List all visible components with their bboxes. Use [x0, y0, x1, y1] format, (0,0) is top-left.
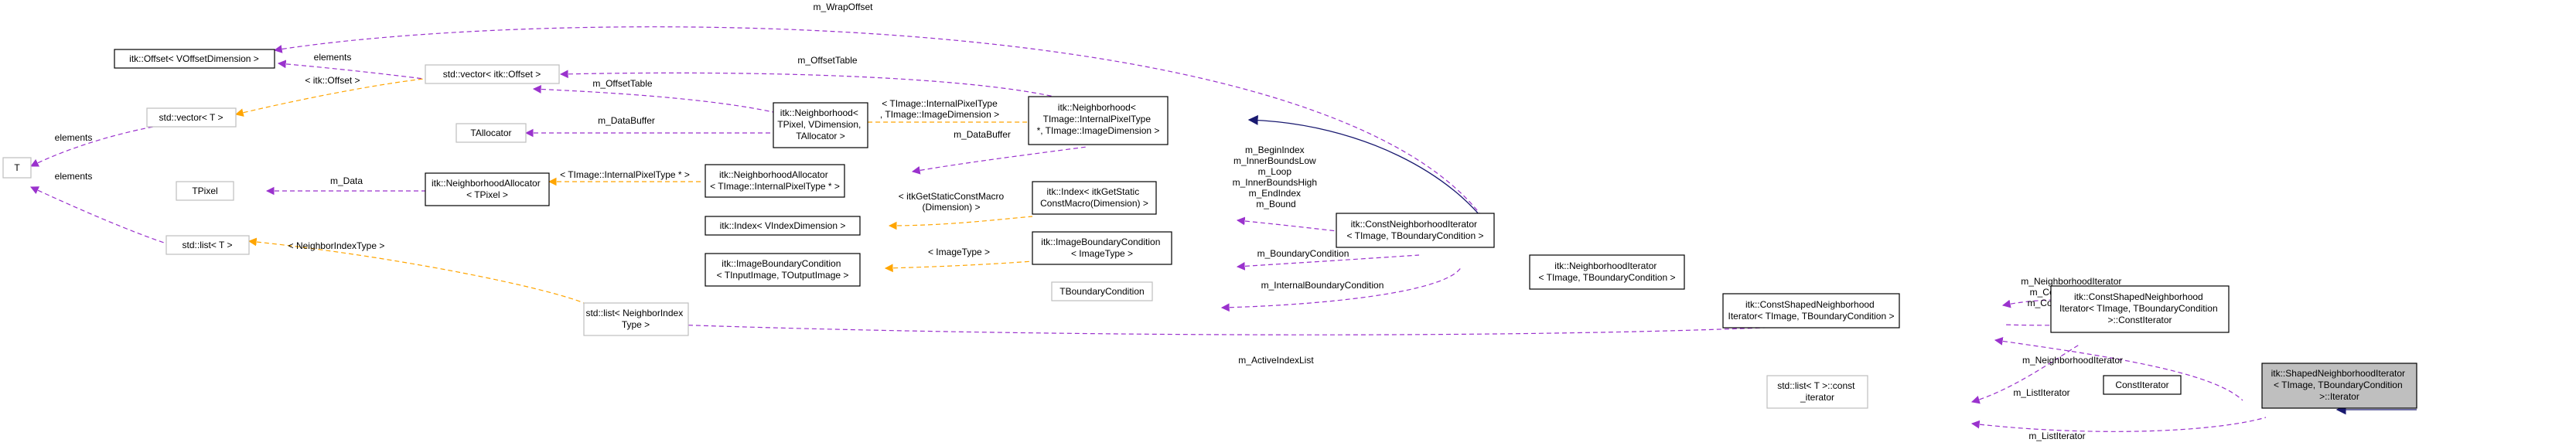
- svg-text:itk::Neighborhood< TIm: itk::Neighborhood< TImage::InternalPixel…: [1037, 102, 1160, 136]
- node-list-t[interactable]: std::list< T >: [165, 235, 250, 255]
- svg-text:TAllocator: TAllocator: [470, 128, 511, 138]
- edge-offset-elements: [277, 60, 425, 80]
- svg-text:itk::Offset< VOffsetDimension: itk::Offset< VOffsetDimension >: [129, 53, 259, 64]
- edge-elements-t1: [30, 124, 163, 167]
- svg-text:itk::ShapedNeighborhoodIterato: itk::ShapedNeighborhoodIterator < TImage…: [2271, 368, 2408, 402]
- edge-label-data-buffer2: m_DataBuffer: [954, 129, 1011, 140]
- edges: [30, 26, 2417, 432]
- svg-text:itk::ConstShapedNeighborhood: itk::ConstShapedNeighborhood Iterator< T…: [1728, 299, 1894, 322]
- node-vector-t[interactable]: std::vector< T >: [146, 107, 237, 128]
- edge-image-type: [884, 260, 1033, 273]
- edge-data-buffer-2: [911, 146, 1087, 175]
- node-tboundary[interactable]: TBoundaryCondition: [1051, 281, 1153, 301]
- node-const-shaped-nit[interactable]: itk::ConstShapedNeighborhood Iterator< T…: [1722, 293, 1900, 329]
- svg-text:itk::NeighborhoodAllocator: itk::NeighborhoodAllocator < TPixel >: [432, 178, 543, 200]
- node-tpixel[interactable]: TPixel: [176, 181, 234, 201]
- svg-text:itk::ConstNeighborhoodIterator: itk::ConstNeighborhoodIterator < TImage,…: [1347, 219, 1484, 241]
- edge-neighbor-index-type: [247, 237, 585, 304]
- edge-label-data-buffer: m_DataBuffer: [598, 115, 655, 126]
- svg-text:std::list< T >::const: std::list< T >::const _iterator: [1777, 380, 1858, 403]
- edge-label-active-index-list: m_ActiveIndexList: [1238, 355, 1314, 366]
- edge-label-image-type: < ImageType >: [928, 247, 990, 257]
- node-nit[interactable]: itk::NeighborhoodIterator < TImage, TBou…: [1529, 254, 1685, 290]
- svg-text:std::list< T >: std::list< T >: [183, 240, 233, 250]
- edge-label-list-iter2: m_ListIterator: [2028, 431, 2085, 441]
- edge-label-elements-t2: elements: [55, 171, 93, 182]
- edge-offset-table-1: [559, 70, 1083, 105]
- node-list-nindex[interactable]: std::list< NeighborIndex Type >: [583, 302, 689, 336]
- edge-label-elements-offset: elements: [314, 52, 352, 63]
- edge-label-wrap-offset: m_WrapOffset: [814, 2, 874, 12]
- svg-text:itk::ConstShapedNeighborhood: itk::ConstShapedNeighborhood Iterator< T…: [2059, 291, 2220, 325]
- node-list-const-iter[interactable]: std::list< T >::const _iterator: [1766, 375, 1868, 409]
- node-neighborhood-tpixel[interactable]: itk::Neighborhood< TPixel, VDimension, T…: [773, 102, 868, 148]
- edge-label-list-iter1: m_ListIterator: [2013, 387, 2069, 398]
- svg-text:itk::Index< VIndexDimension >: itk::Index< VIndexDimension >: [720, 220, 846, 231]
- svg-text:T: T: [14, 162, 20, 173]
- node-tallocator[interactable]: TAllocator: [455, 123, 527, 143]
- svg-text:ConstIterator: ConstIterator: [2115, 380, 2168, 390]
- svg-text:itk::NeighborhoodIterator: itk::NeighborhoodIterator < TImage, TBou…: [1539, 260, 1676, 283]
- edge-label-offset-table: m_OffsetTable: [797, 55, 857, 66]
- node-shaped-iterator[interactable]: itk::ShapedNeighborhoodIterator < TImage…: [2261, 363, 2417, 409]
- edge-active-index-list: [671, 320, 1830, 335]
- edge-label-internal-boundary: m_InternalBoundaryCondition: [1261, 280, 1384, 291]
- node-nalloc-tpixel[interactable]: itk::NeighborhoodAllocator < TPixel >: [425, 172, 550, 206]
- edge-list-iter-2: [1970, 417, 2267, 432]
- edge-wrap-offset: [273, 26, 1493, 233]
- nodes: itk::Offset< VOffsetDimension > std::vec…: [2, 49, 2417, 409]
- svg-text:TBoundaryCondition: TBoundaryCondition: [1059, 286, 1144, 297]
- svg-text:itk::ImageBoundaryCondition: itk::ImageBoundaryCondition < ImageType …: [1041, 237, 1162, 259]
- svg-text:itk::Neighborhood< TPi: itk::Neighborhood< TPixel, VDimension, T…: [777, 107, 863, 141]
- svg-text:std::vector< T >: std::vector< T >: [159, 112, 223, 123]
- svg-text:TPixel: TPixel: [192, 186, 217, 196]
- edge-internal-boundary: [1220, 266, 1462, 312]
- node-ibc-image[interactable]: itk::ImageBoundaryCondition < ImageType …: [1032, 231, 1172, 265]
- node-constiterator[interactable]: ConstIterator: [2103, 375, 2182, 395]
- svg-text:itk::Index< itkGetStatic: itk::Index< itkGetStatic ConstMacro(Dime…: [1040, 186, 1148, 209]
- edge-getstatic-macro: [888, 216, 1033, 230]
- svg-text:std::vector< itk::Offset >: std::vector< itk::Offset >: [443, 69, 541, 80]
- node-t[interactable]: T: [2, 157, 32, 179]
- node-const-shaped-constiter[interactable]: itk::ConstShapedNeighborhood Iterator< T…: [2050, 285, 2230, 333]
- edge-offset-table-2: [532, 85, 774, 113]
- edge-label-offset-table2: m_OffsetTable: [592, 78, 652, 89]
- node-index-getstatic[interactable]: itk::Index< itkGetStatic ConstMacro(Dime…: [1032, 181, 1157, 215]
- edge-label-boundary-condition: m_BoundaryCondition: [1257, 248, 1349, 259]
- edge-nit-back: [1994, 337, 2243, 401]
- node-neighborhood-timage[interactable]: itk::Neighborhood< TImage::InternalPixel…: [1028, 96, 1169, 145]
- edge-label-nit-back: m_NeighborhoodIterator: [2022, 355, 2123, 366]
- svg-text:itk::NeighborhoodAllocator: itk::NeighborhoodAllocator < TImage::Int…: [710, 169, 840, 192]
- node-const-nit[interactable]: itk::ConstNeighborhoodIterator < TImage,…: [1336, 213, 1495, 248]
- node-index-vidim[interactable]: itk::Index< VIndexDimension >: [705, 216, 861, 236]
- edge-label-internal-pixel-type: < TImage::InternalPixelType, TImage::Ima…: [880, 98, 999, 120]
- edge-label-m-data: m_Data: [330, 175, 363, 186]
- svg-text:std::list< NeighborIndex: std::list< NeighborIndex Type >: [585, 308, 685, 330]
- edge-vector-offset-template: [234, 78, 425, 117]
- svg-text:itk::ImageBoundaryCondition: itk::ImageBoundaryCondition < TInputImag…: [717, 258, 849, 281]
- edge-label-neighbor-index-type: < NeighborIndexType >: [288, 240, 385, 251]
- edge-label-internal-pixel-ptr: < TImage::InternalPixelType * >: [560, 169, 690, 180]
- node-ibc-tin-tout[interactable]: itk::ImageBoundaryCondition < TInputImag…: [705, 253, 861, 287]
- edge-label-elements-t1: elements: [55, 132, 93, 143]
- node-vector-offset[interactable]: std::vector< itk::Offset >: [425, 64, 560, 84]
- edge-label-index-members: m_BeginIndex m_InnerBoundsLow m_Loop m_I…: [1233, 145, 1320, 209]
- node-nalloc-internal[interactable]: itk::NeighborhoodAllocator < TImage::Int…: [705, 164, 845, 198]
- edge-list-iter-1: [1970, 343, 2081, 404]
- edge-label-itk-offset: < itk::Offset >: [305, 75, 360, 86]
- edge-neighborhood-to-const-nit: [1247, 114, 1493, 233]
- edge-elements-t2: [30, 186, 167, 244]
- node-offset-vodim[interactable]: itk::Offset< VOffsetDimension >: [114, 49, 275, 69]
- edge-label-getstatic-macro: < itkGetStaticConstMacro(Dimension) >: [899, 191, 1005, 213]
